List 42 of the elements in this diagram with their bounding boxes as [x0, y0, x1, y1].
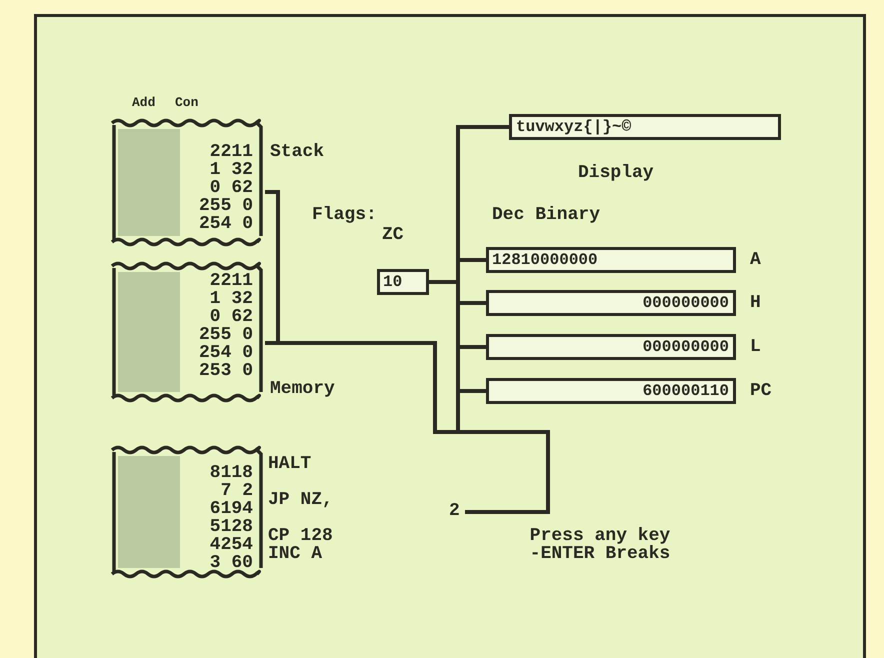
register-field: 600000110: [486, 378, 736, 404]
flags-label: Flags:: [312, 206, 377, 224]
memory-row-text: 255 0: [198, 197, 253, 215]
column-header: Dec Binary: [492, 206, 600, 224]
register-name: A: [750, 251, 761, 269]
memory-row-text: 0 62: [210, 308, 253, 326]
display-field: tuvwxyz{|}~©: [509, 114, 781, 140]
field-title: Display: [578, 164, 654, 182]
memory-row-text: 3 60: [210, 554, 253, 572]
column-header: Con: [175, 96, 198, 109]
instruction-text: INC A: [268, 545, 322, 563]
flags-names: ZC: [382, 226, 404, 244]
memory-row-text: 5128: [210, 518, 253, 536]
column-header: Add: [132, 96, 156, 109]
instruction-text: JP NZ,: [268, 491, 333, 509]
panel-title: Memory: [270, 380, 335, 398]
memory-row-text: 0 62: [210, 179, 253, 197]
register-name: PC: [750, 382, 772, 400]
jump-target-value: 2: [449, 502, 465, 522]
instruction-text: CP 128: [268, 527, 333, 545]
connector-line: [456, 389, 550, 514]
register-field: 000000000: [486, 334, 736, 360]
memory-row-text: 254 0: [198, 215, 253, 233]
register-field: 12810000000: [486, 247, 736, 273]
memory-row-text: 253 0: [198, 362, 253, 380]
register-name: H: [750, 294, 761, 312]
prompt-text: Press any key -ENTER Breaks: [528, 527, 672, 563]
memory-row-text: 7 2: [220, 482, 253, 500]
memory-row-text: 255 0: [198, 326, 253, 344]
instruction-text: HALT: [268, 455, 312, 473]
memory-row-text: 1 32: [210, 161, 253, 179]
memory-row-text: 2211: [210, 143, 253, 161]
memory-row-text: 6194: [210, 500, 253, 518]
register-field: 000000000: [486, 290, 736, 316]
memory-row-text: 8118: [210, 464, 253, 482]
flags-field: 10: [377, 269, 429, 295]
memory-row-text: 4254: [210, 536, 253, 554]
memory-row-text: 1 32: [210, 290, 253, 308]
memory-row-text: 254 0: [198, 344, 253, 362]
panel-title: Stack: [270, 143, 324, 161]
register-name: L: [750, 338, 761, 356]
memory-row-text: 2211: [210, 272, 253, 290]
